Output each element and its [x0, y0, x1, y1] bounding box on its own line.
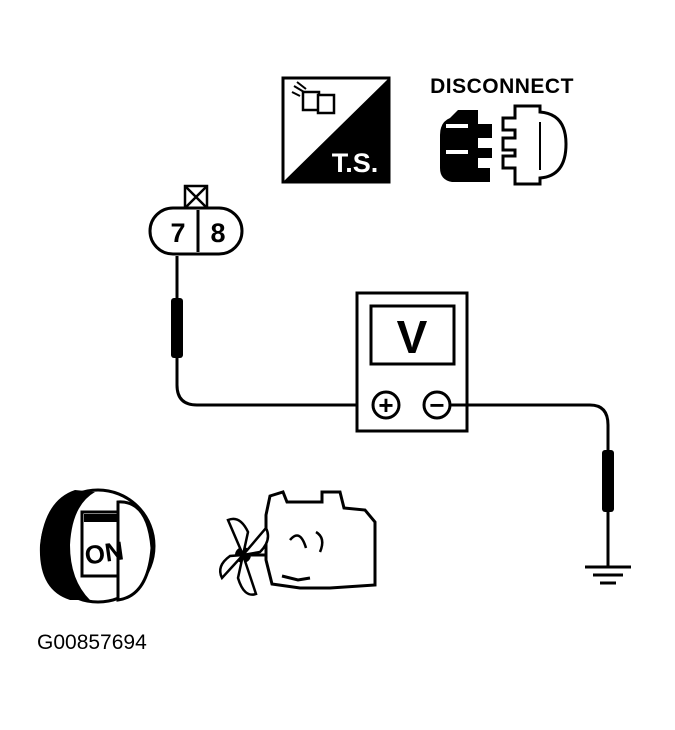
harness-connector-icon: 7 8	[148, 184, 244, 256]
plus-sign: +	[378, 390, 393, 420]
engine-icon	[219, 490, 377, 596]
test-symbol-icon: T.S.	[281, 76, 391, 184]
connector-pin-8: 8	[210, 218, 225, 248]
disconnect-connector-icon	[440, 104, 568, 186]
connector-pin-7: 7	[170, 218, 185, 248]
test-symbol-label: T.S.	[332, 148, 379, 178]
ground-icon	[585, 565, 631, 585]
ignition-on-label: ON	[83, 535, 126, 570]
positive-terminal	[371, 390, 401, 420]
ignition-key-icon: ON	[39, 488, 156, 604]
figure-code: G00857694	[37, 631, 147, 654]
voltmeter-icon: V + −	[355, 291, 469, 433]
positive-probe	[171, 256, 372, 407]
voltmeter-display: V	[397, 311, 428, 363]
minus-sign: −	[429, 390, 444, 420]
negative-probe	[450, 403, 614, 566]
disconnect-label: DISCONNECT	[430, 75, 574, 98]
